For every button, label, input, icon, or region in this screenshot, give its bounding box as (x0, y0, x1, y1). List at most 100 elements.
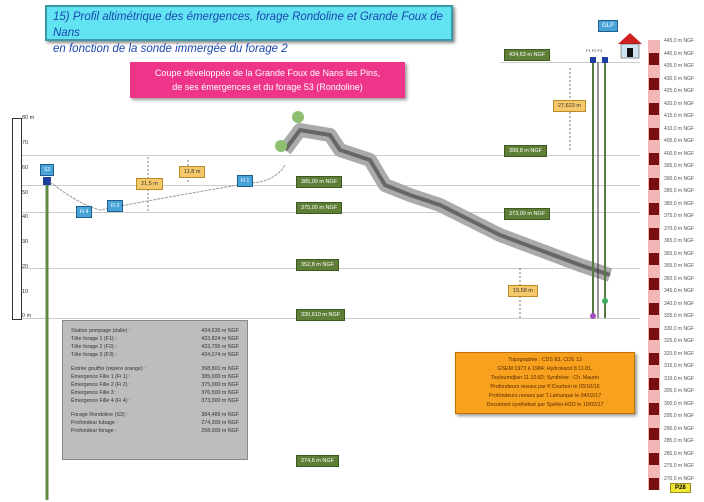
point-s3: S3 (40, 164, 55, 176)
scale-block (649, 102, 659, 115)
stat-value: 434,074 m NGF (201, 352, 239, 358)
stat-value: 433,824 m NGF (201, 336, 239, 342)
scale-block (649, 377, 659, 390)
scale-label: 410,0 m NGF (664, 125, 695, 132)
distance-label: 21,5 m (136, 178, 163, 190)
level-label: 274,6 m NGF (296, 455, 340, 467)
stat-value: 434,630 m NGF (201, 328, 239, 334)
ruler-label: 10 (22, 289, 29, 295)
scale-block (649, 427, 659, 440)
stat-row: Profondeur forage :258,000 m NGF (71, 427, 239, 435)
scale-label: 435,0 m NGF (664, 63, 695, 69)
level-label: 375,00 m NGF (296, 202, 343, 214)
wells-label: F1 F2 F3 (586, 48, 603, 53)
forage-lines (592, 62, 606, 318)
grid-line (20, 155, 640, 156)
scale-label: 345,0 m NGF (664, 288, 695, 294)
scale-label: 355,0 m NGF (664, 263, 695, 269)
scale-block (649, 152, 659, 165)
grid-line (500, 62, 640, 63)
scale-label: 280,0 m NGF (664, 450, 695, 457)
scale-label: 370,0 m NGF (664, 225, 695, 232)
scale-label: 380,0 m NGF (664, 200, 695, 207)
stat-value: 433,795 m NGF (201, 344, 239, 350)
scale-label: 395,0 m NGF (664, 163, 695, 169)
credit-line: Profondeurs revues par P.Courbon le 03/1… (490, 384, 600, 390)
section-subtitle: Coupe développée de la Grande Foux de Na… (130, 62, 405, 98)
scale-label: 420,0 m NGF (664, 100, 695, 107)
stat-value: 274,300 m NGF (201, 420, 239, 426)
stat-value: 376,500 m NGF (201, 390, 239, 396)
scale-block (649, 177, 659, 190)
scale-block (649, 402, 659, 415)
stat-value: 373,300 m NGF (201, 398, 239, 404)
stat-row: Tête forage 2 (F2) : 433,795 m NGF (71, 343, 239, 351)
scale-block (649, 277, 659, 290)
stat-row: Tête forage 3 (F3) :434,074 m NGF (71, 351, 239, 359)
scale-block (649, 127, 659, 140)
stat-row: Station pompage (dalle) : 434,630 m NGF (71, 327, 239, 335)
scale-label: 275,0 m NGF (664, 463, 695, 469)
scale-label: 405,0 m NGF (664, 138, 695, 144)
stat-value: 375,000 m NGF (201, 382, 239, 388)
scale-label: 285,0 m NGF (664, 438, 695, 444)
credit-line: Profondeurs revues par T.Lamarque le 04/… (488, 393, 602, 399)
scale-label: 375,0 m NGF (664, 213, 695, 219)
stat-label: Tête forage 2 (F2) : (71, 344, 117, 350)
ruler-label: 40 (22, 214, 29, 220)
level-label: 373,00 m NGF (504, 208, 551, 220)
scale-label: 385,0 m NGF (664, 188, 695, 194)
scale-block (649, 77, 659, 90)
scale-label: 440,0 m NGF (664, 50, 695, 57)
level-label: 352,8 m NGF (296, 259, 340, 271)
credit-line: Touloumdjian 11.10.82; Synthèse : Ch. Ma… (490, 375, 600, 381)
scale-label: 330,0 m NGF (664, 325, 695, 332)
stat-label: Forage Rondoline (S3) : (71, 412, 128, 418)
scale-label: 270,0 m NGF (664, 475, 695, 482)
diagram-title: 15) Profil altimétrique des émergences, … (45, 5, 453, 55)
scale-label: 415,0 m NGF (664, 113, 695, 119)
house-icon (618, 33, 642, 59)
ruler-label: 20 (22, 264, 29, 270)
stat-label: Station pompage (dalle) : (71, 328, 131, 334)
stat-row: Forage Rondoline (S3) : 384,489 m NGF (71, 411, 239, 419)
surface-profile (49, 164, 286, 211)
stat-row: Tête forage 1 (F1) :433,824 m NGF (71, 335, 239, 343)
level-label: 385,00 m NGF (296, 176, 343, 188)
scale-label: 320,0 m NGF (664, 350, 695, 357)
scale-label: 335,0 m NGF (664, 313, 695, 319)
scale-label: 295,0 m NGF (664, 413, 695, 419)
ruler-label: 50 (22, 190, 29, 196)
scale-label: 430,0 m NGF (664, 75, 695, 82)
stat-value: 258,000 m NGF (201, 428, 239, 434)
ruler-label: 30 (22, 239, 29, 245)
scale-block (649, 252, 659, 265)
point-fi3: Fi 3 (107, 200, 124, 212)
credit-line: Document synthétisé par Spéléo-H2O le 10… (486, 402, 604, 408)
scale-label: 350,0 m NGF (664, 275, 695, 282)
ruler-label: 70 (22, 140, 29, 146)
right-ngf-scale (648, 40, 660, 490)
point-fi1: Fi 1 (237, 175, 254, 187)
stat-label: Émergence Fille 3 : (71, 390, 117, 396)
point-fi4: Fi 4 (76, 206, 93, 218)
stat-value: 384,489 m NGF (201, 412, 239, 418)
stat-value: 385,000 m NGF (201, 374, 239, 380)
stat-row: Émergence Fille 4 (Fi 4) :373,300 m NGF (71, 397, 239, 405)
stat-label: Profondeur tubage : (71, 420, 118, 426)
scale-block (649, 477, 659, 490)
credit-line: Topographie : CDS 83, CDS 13 (508, 357, 582, 363)
scale-block (649, 52, 659, 65)
stat-label: Entrée gouffre (repère orange) : (71, 366, 146, 372)
stat-row: Émergence Fille 1 (Fi 1) : 385,000 m NGF (71, 373, 239, 381)
ruler-label: 60 (22, 165, 29, 171)
distance-label: 11,8 m (179, 166, 206, 178)
scale-block (649, 202, 659, 215)
scale-label: 365,0 m NGF (664, 238, 695, 244)
credit-line: GSEM 1973 à 1984; Hydrokarst 8.11.81, (497, 366, 593, 372)
stat-label: Émergence Fille 1 (Fi 1) : (71, 374, 131, 380)
scale-block (649, 352, 659, 365)
scale-label: 315,0 m NGF (664, 363, 695, 369)
scale-label: 425,0 m NGF (664, 88, 695, 94)
